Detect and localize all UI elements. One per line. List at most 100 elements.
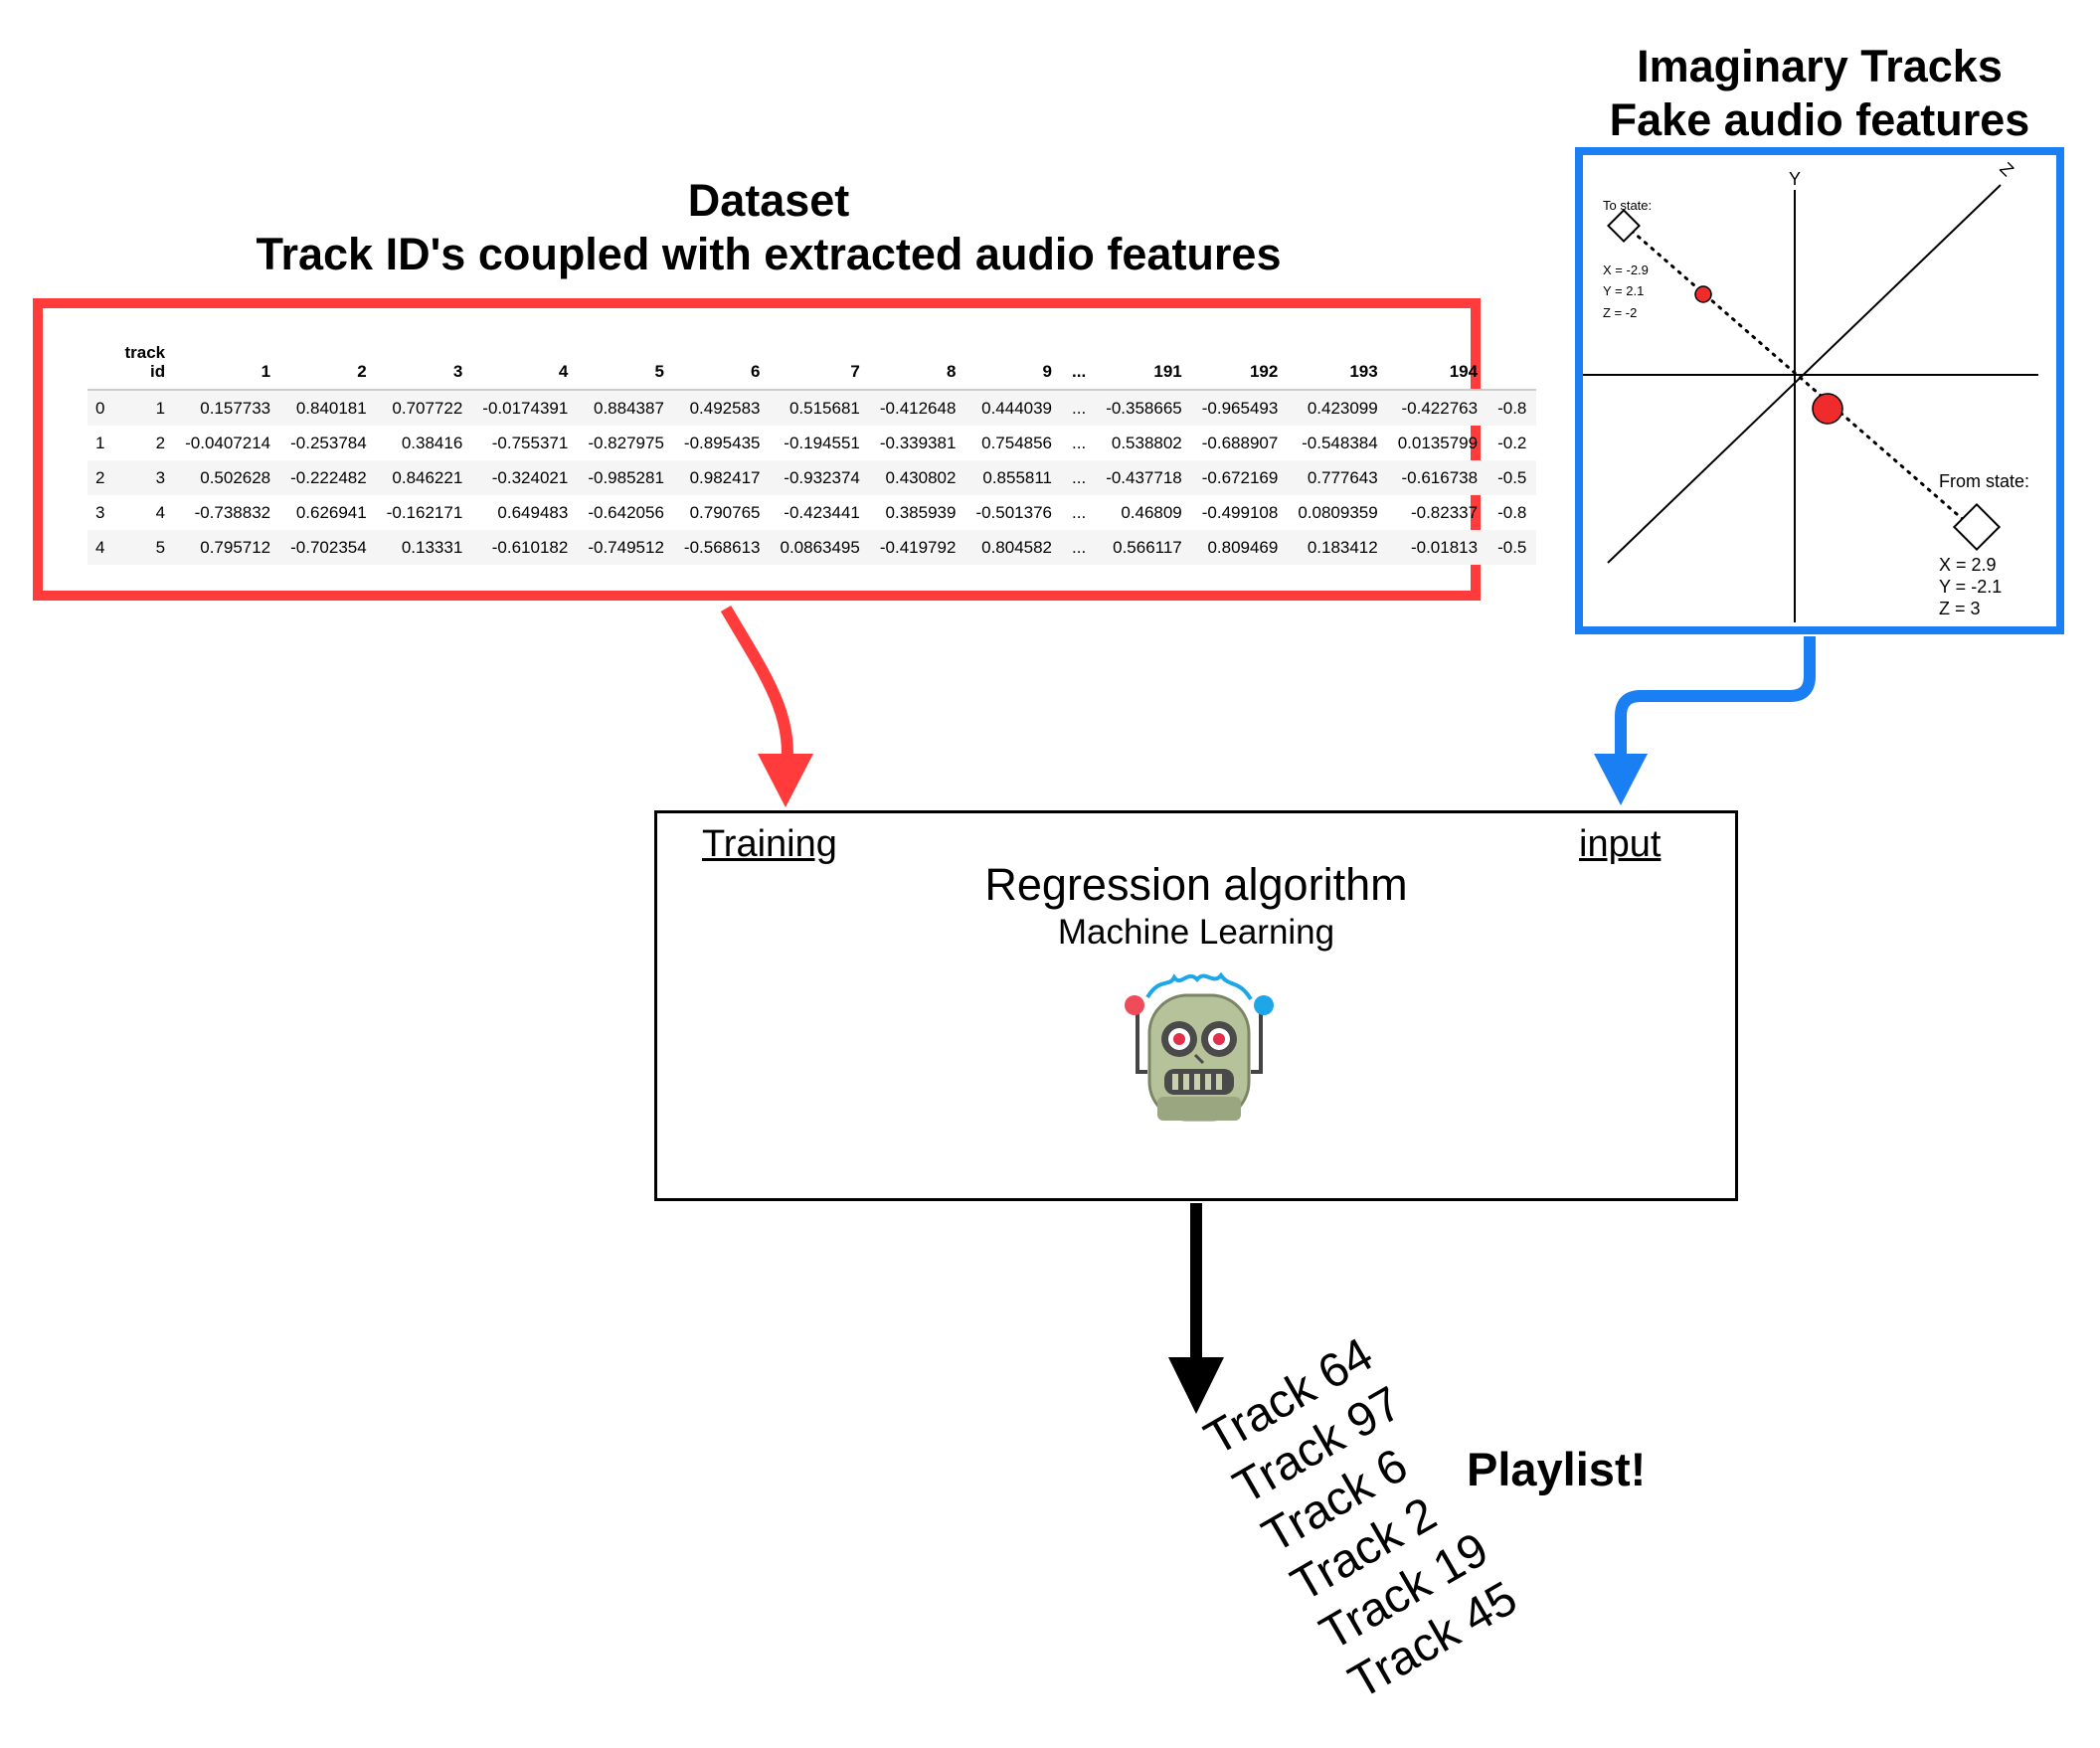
table-cell: 0.46809 <box>1121 502 1182 522</box>
table-cell: 0.538802 <box>1111 433 1182 452</box>
table-column-header: 193 <box>1288 343 1388 391</box>
table-cell: 1 <box>114 390 176 426</box>
table-cell: 0.840181 <box>280 390 377 426</box>
table-cell: -0.702354 <box>280 530 377 565</box>
table-cell: ... <box>1072 502 1087 522</box>
table-cell: -0.616738 <box>1387 460 1488 495</box>
table-column-header: 4 <box>472 343 579 391</box>
table-cell: -0.965493 <box>1191 390 1289 426</box>
to-state-marker <box>1607 209 1641 243</box>
table-cell: -0.501376 <box>975 502 1053 522</box>
table-cell: 0.0809359 <box>1298 502 1378 522</box>
table-cell: ... <box>1062 460 1097 495</box>
table-cell: -0.672169 <box>1191 460 1289 495</box>
state-space-diagram: Y Z To state: X = -2.9 Y = 2.1 Z = -2 Fr… <box>1583 158 2038 622</box>
table-column-header: 192 <box>1191 343 1289 391</box>
table-cell: -0.755371 <box>491 433 569 452</box>
table-cell: ... <box>1062 390 1097 426</box>
input-link[interactable]: input <box>1579 823 1662 865</box>
table-cell: 4 <box>88 530 115 565</box>
table-cell: 0.777643 <box>1288 460 1388 495</box>
dataset-arrowhead <box>758 754 813 807</box>
table-cell: 0.754856 <box>981 433 1053 452</box>
table-column-header: 8 <box>869 343 966 391</box>
table-cell: 0.790765 <box>689 502 761 522</box>
table-cell: 0.809469 <box>1191 530 1289 565</box>
table-cell: -0.194551 <box>784 433 860 452</box>
table-cell: 0.804582 <box>965 530 1063 565</box>
axis-y-label: Y <box>1789 169 1801 189</box>
table-cell: 0.430802 <box>869 460 966 495</box>
table-cell: ... <box>1062 530 1097 565</box>
from-state-marker <box>1952 502 2002 552</box>
table-cell: -0.568613 <box>673 530 771 565</box>
table-cell: 0.795712 <box>175 530 281 565</box>
dataset-subtitle: Track ID's coupled with extracted audio … <box>256 229 1282 279</box>
table-cell: -0.339381 <box>879 433 957 452</box>
table-cell: -0.738832 <box>194 502 271 522</box>
imaginary-title: Imaginary Tracks <box>1637 41 2003 91</box>
table-cell: -0.895435 <box>683 433 761 452</box>
regression-title: Regression algorithm <box>984 859 1408 910</box>
table-cell: -0.932374 <box>770 460 870 495</box>
table-cell: -0.749512 <box>578 530 674 565</box>
table-cell: -0.324021 <box>472 460 579 495</box>
table-column-header: 191 <box>1096 343 1192 391</box>
table-cell: 0.13331 <box>376 530 473 565</box>
table-cell: -0.0174391 <box>472 390 579 426</box>
table-cell: 2 <box>155 433 166 452</box>
table-cell: 0.385939 <box>885 502 957 522</box>
table-cell: -0.499108 <box>1201 502 1279 522</box>
training-link[interactable]: Training <box>702 823 837 865</box>
table-cell: 0.38416 <box>401 433 463 452</box>
table-cell: -0.8 <box>1488 390 1537 426</box>
table-cell: 0.515681 <box>770 390 870 426</box>
table-column-header: 6 <box>673 343 771 391</box>
playlist-label: Playlist! <box>1467 1443 1647 1495</box>
imaginary-subtitle: Fake audio features <box>1609 94 2030 145</box>
table-cell: -0.419792 <box>869 530 966 565</box>
to-state-point <box>1694 285 1712 303</box>
table-cell: -0.2 <box>1497 433 1527 452</box>
table-cell: 3 <box>114 460 176 495</box>
imaginary-panel: Y Z To state: X = -2.9 Y = 2.1 Z = -2 Fr… <box>1575 147 2064 634</box>
table-cell: -0.358665 <box>1096 390 1192 426</box>
table-cell: 0.855811 <box>965 460 1063 495</box>
table-column-header: 2 <box>280 343 377 391</box>
table-cell: 0.884387 <box>578 390 674 426</box>
regression-subtitle: Machine Learning <box>1057 913 1335 952</box>
table-cell: 3 <box>95 502 105 522</box>
from-state-y: Y = -2.1 <box>1939 577 2002 597</box>
to-state-y: Y = 2.1 <box>1603 283 1644 298</box>
table-column-header: 194 <box>1387 343 1488 391</box>
table-cell: 1 <box>95 433 105 452</box>
table-cell: 2 <box>88 460 115 495</box>
from-state-x: X = 2.9 <box>1939 555 1997 575</box>
table-cell: 0.423099 <box>1288 390 1388 426</box>
table-column-header: track id <box>114 343 176 391</box>
table-cell: -0.8 <box>1497 502 1527 522</box>
table-cell: 0 <box>88 390 115 426</box>
table-cell: 0.157733 <box>175 390 281 426</box>
table-column-header: 1 <box>175 343 281 391</box>
robot-icon <box>1125 971 1274 1122</box>
output-arrowhead <box>1168 1357 1224 1414</box>
table-cell: -0.162171 <box>386 502 463 522</box>
table-column-header <box>1488 343 1537 391</box>
table-cell: 0.183412 <box>1288 530 1388 565</box>
imaginary-heading: Imaginary Tracks Fake audio features <box>1551 40 2088 147</box>
table-cell: ... <box>1072 433 1087 452</box>
trajectory-line <box>1623 223 1975 530</box>
table-cell: -0.610182 <box>472 530 579 565</box>
table-column-header: 5 <box>578 343 674 391</box>
table-column-header: 7 <box>770 343 870 391</box>
table-cell: -0.412648 <box>869 390 966 426</box>
table-cell: -0.985281 <box>578 460 674 495</box>
